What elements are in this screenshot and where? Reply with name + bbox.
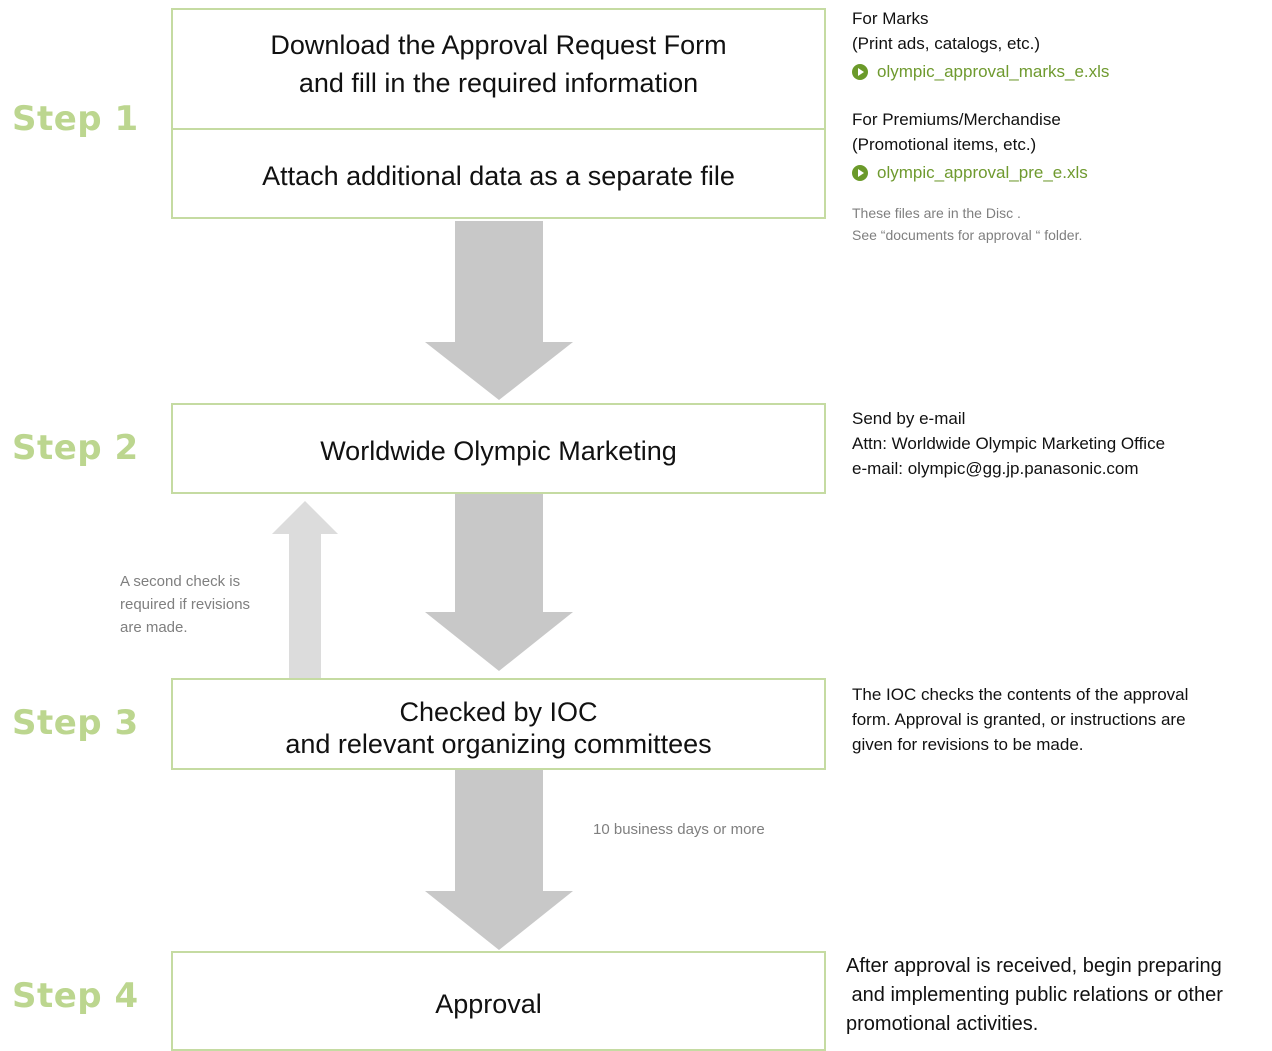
business-days-note: 10 business days or more <box>593 821 765 838</box>
play-circle-icon <box>852 63 868 80</box>
attach-data-text: Attach additional data as a separate fil… <box>262 161 735 191</box>
marks-subtitle: (Print ads, catalogs, etc.) <box>852 34 1041 53</box>
after-approval-line2: and implementing public relations or oth… <box>846 984 1223 1006</box>
arrow-step1-to-step2 <box>425 221 573 400</box>
step-1-label: Step 1 <box>12 99 139 139</box>
step-3-box: Checked by IOC and relevant organizing c… <box>171 678 826 770</box>
step-1-attach-box: Attach additional data as a separate fil… <box>171 128 826 219</box>
disc-note-line2: See “documents for approval “ folder. <box>852 227 1083 243</box>
arrow-step3-to-step4 <box>425 770 573 950</box>
marks-file-name: olympic_approval_marks_e.xls <box>877 62 1110 81</box>
ioc-note-line2: form. Approval is granted, or instructio… <box>852 710 1186 729</box>
send-email-line1: Send by e-mail <box>852 409 966 428</box>
checked-by-ioc-line1: Checked by IOC <box>399 697 598 727</box>
checked-by-ioc-line2: and relevant organizing committees <box>285 729 712 759</box>
worldwide-marketing-text: Worldwide Olympic Marketing <box>320 436 677 466</box>
return-arrow-step3-to-step2 <box>272 501 338 678</box>
step-4-box: Approval <box>171 951 826 1051</box>
second-check-line1: A second check is <box>120 573 241 590</box>
marks-title: For Marks <box>852 9 929 28</box>
marks-file-link[interactable]: olympic_approval_marks_e.xls <box>852 59 1109 84</box>
after-approval-line3: promotional activities. <box>846 1013 1039 1035</box>
arrow-step2-to-step3 <box>425 494 573 671</box>
step-2-label: Step 2 <box>12 428 139 468</box>
premiums-note: For Premiums/Merchandise (Promotional it… <box>852 107 1088 185</box>
step-1-download-box: Download the Approval Request Form and f… <box>171 8 826 130</box>
ioc-note-line1: The IOC checks the contents of the appro… <box>852 685 1189 704</box>
step-2-box: Worldwide Olympic Marketing <box>171 403 826 494</box>
second-check-line2: required if revisions <box>120 596 251 613</box>
step-4-label: Step 4 <box>12 976 139 1016</box>
second-check-line3: are made. <box>120 619 188 636</box>
premiums-file-name: olympic_approval_pre_e.xls <box>877 163 1088 182</box>
download-form-line1: Download the Approval Request Form <box>270 30 727 60</box>
premiums-title: For Premiums/Merchandise <box>852 110 1061 129</box>
after-approval-line1: After approval is received, begin prepar… <box>846 955 1222 977</box>
download-form-line2: and fill in the required information <box>298 68 699 98</box>
send-email-line2: Attn: Worldwide Olympic Marketing Office <box>852 434 1166 453</box>
disc-note-line1: These files are in the Disc . <box>852 205 1021 221</box>
approval-text: Approval <box>435 989 542 1019</box>
step-3-label: Step 3 <box>12 703 139 743</box>
marks-note: For Marks (Print ads, catalogs, etc.) ol… <box>852 6 1109 84</box>
premiums-subtitle: (Promotional items, etc.) <box>852 135 1037 154</box>
ioc-note-line3: given for revisions to be made. <box>852 735 1084 754</box>
send-email-line3: e-mail: olympic@gg.jp.panasonic.com <box>852 459 1139 478</box>
premiums-file-link[interactable]: olympic_approval_pre_e.xls <box>852 160 1088 185</box>
play-circle-icon <box>852 164 868 181</box>
